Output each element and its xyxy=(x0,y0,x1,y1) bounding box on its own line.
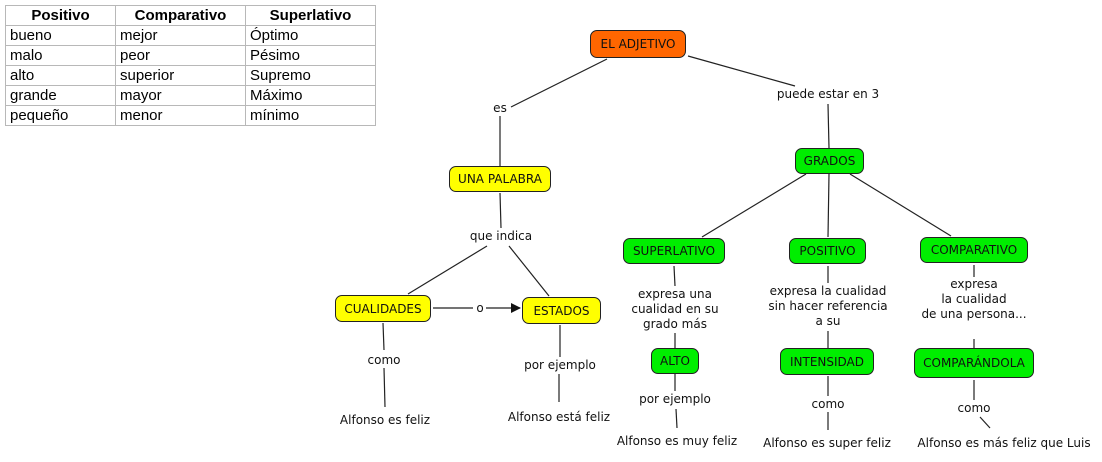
line-grados-pos xyxy=(827,173,830,238)
desc-line: la cualidad xyxy=(941,292,1007,306)
concept-cualidades[interactable]: CUALIDADES xyxy=(335,295,431,322)
link-como-intensidad: como xyxy=(811,397,845,412)
line-que-estados xyxy=(508,245,550,297)
table-cell: mínimo xyxy=(245,105,376,126)
concept-positivo[interactable]: POSITIVO xyxy=(789,238,866,264)
desc-line: expresa la cualidad xyxy=(769,284,887,298)
line-puede-grados xyxy=(827,103,830,149)
table-cell: menor xyxy=(115,105,246,126)
example-superlativo: Alfonso es muy feliz xyxy=(616,434,738,449)
link-positivo-desc: expresa la cualidad sin hacer referencia… xyxy=(768,284,888,329)
desc-line: sin hacer referencia xyxy=(768,299,888,313)
link-por-ejemplo-estados: por ejemplo xyxy=(524,358,596,373)
link-superlativo-desc: expresa una cualidad en su grado más xyxy=(631,287,719,332)
link-como-comparandola: como xyxy=(957,401,991,416)
line-porej-ex3 xyxy=(675,408,678,429)
desc-line: expresa xyxy=(950,277,998,291)
link-o: o xyxy=(476,301,484,316)
line-grados-sup xyxy=(701,173,807,238)
table-cell: grande xyxy=(5,85,116,106)
table-cell: mejor xyxy=(115,25,246,46)
table-cell: pequeño xyxy=(5,105,116,126)
concept-el-adjetivo[interactable]: EL ADJETIVO xyxy=(590,30,686,58)
link-como-cualidades: como xyxy=(367,353,401,368)
link-puede-estar: puede estar en 3 xyxy=(776,87,880,102)
desc-line: cualidad en su xyxy=(631,302,719,316)
link-por-ejemplo-alto: por ejemplo xyxy=(639,392,711,407)
concept-grados[interactable]: GRADOS xyxy=(795,148,864,174)
concept-comparandola[interactable]: COMPARÁNDOLA xyxy=(914,348,1034,378)
concept-superlativo[interactable]: SUPERLATIVO xyxy=(623,238,725,264)
line-root-puede xyxy=(687,55,796,87)
line-root-es xyxy=(510,58,608,108)
link-que-indica: que indica xyxy=(469,229,533,244)
concept-una-palabra[interactable]: UNA PALABRA xyxy=(449,166,551,192)
desc-line: grado más xyxy=(643,317,707,331)
link-comparativo-desc: expresa la cualidad de una persona... xyxy=(921,277,1027,322)
concept-alto[interactable]: ALTO xyxy=(651,348,699,374)
example-positivo: Alfonso es super feliz xyxy=(763,436,891,451)
example-estados: Alfonso está feliz xyxy=(507,410,611,425)
line-sup-desc xyxy=(673,265,676,287)
line-como-ex5 xyxy=(979,416,991,429)
concept-estados[interactable]: ESTADOS xyxy=(522,297,601,324)
line-como-ex1 xyxy=(383,367,386,408)
link-es: es xyxy=(493,101,507,116)
example-cualidades: Alfonso es feliz xyxy=(339,413,431,428)
line-que-cualidades xyxy=(407,245,488,295)
desc-line: a su xyxy=(815,314,841,328)
table-cell: Pésimo xyxy=(245,45,376,66)
concept-comparativo[interactable]: COMPARATIVO xyxy=(920,237,1028,263)
desc-line: expresa una xyxy=(638,287,712,301)
line-palabra-que xyxy=(499,192,502,229)
table-cell: mayor xyxy=(115,85,246,106)
concept-intensidad[interactable]: INTENSIDAD xyxy=(780,348,874,375)
example-comparativo: Alfonso es más feliz que Luis xyxy=(917,436,1091,451)
line-cualidades-como xyxy=(382,322,385,351)
line-grados-comp xyxy=(849,173,952,237)
desc-line: de una persona... xyxy=(921,307,1027,321)
